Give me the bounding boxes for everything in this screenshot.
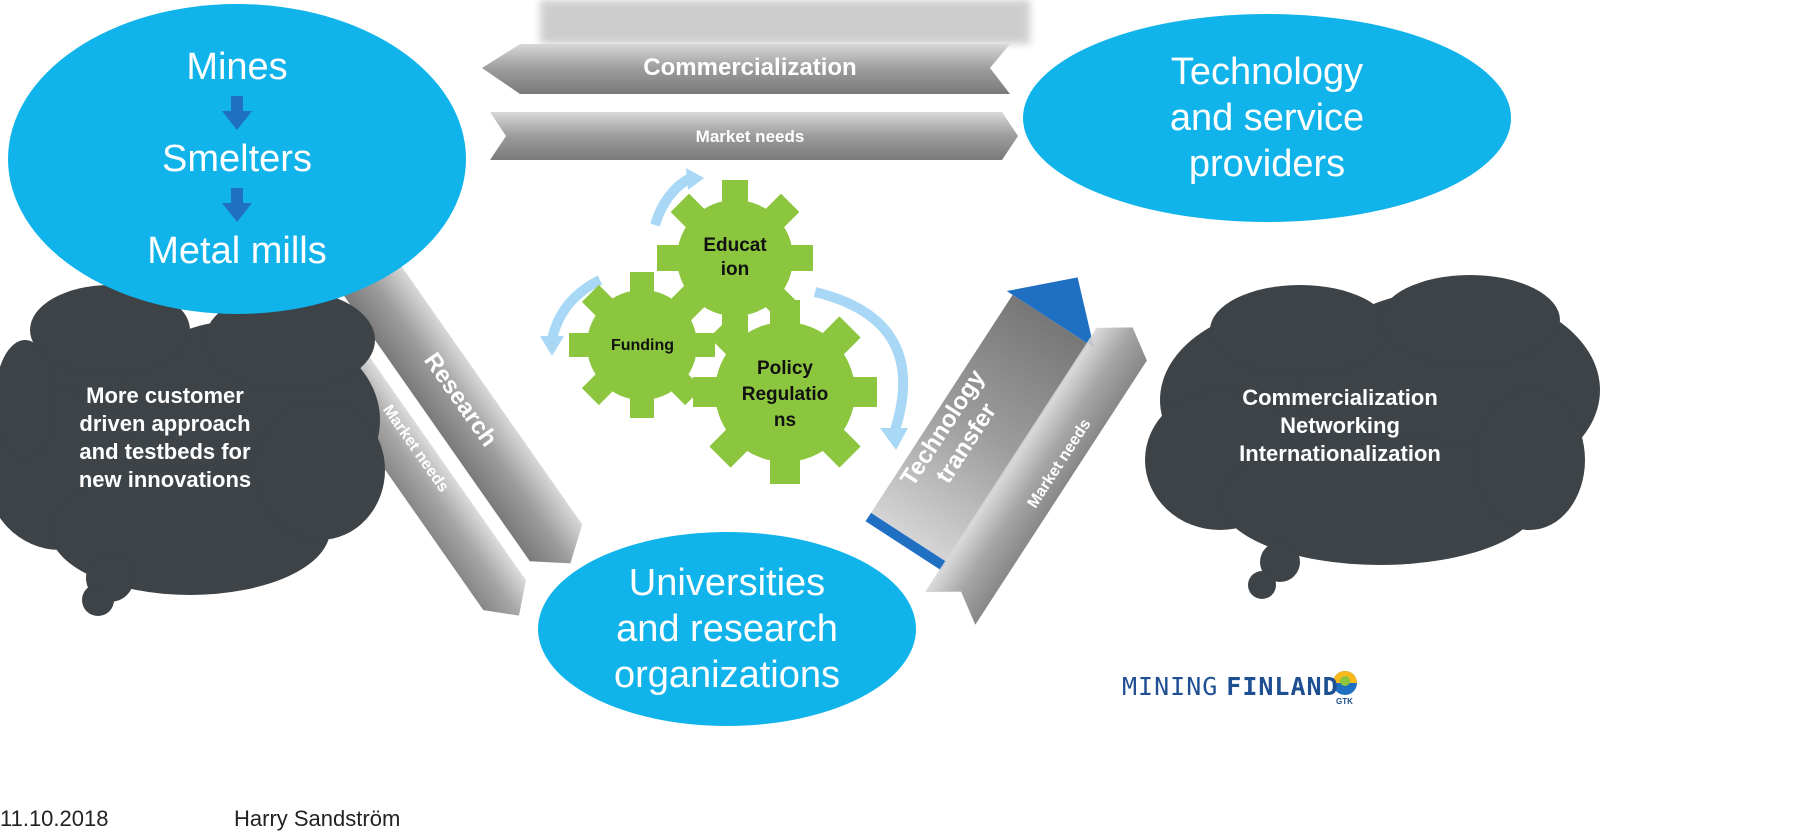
technology-transfer-tail: [865, 512, 947, 571]
market-needs-top-label: Market needs: [695, 127, 805, 146]
footer-date: 11.10.2018: [0, 806, 109, 831]
commercialization-arrow: [482, 44, 1010, 94]
policy-line-2: Regulatio: [741, 384, 829, 405]
universities-line-2: and research: [616, 608, 838, 650]
node-technology-providers: Technology and service providers: [1023, 14, 1511, 222]
node-metal-mills-label: Metal mills: [147, 230, 327, 272]
technology-line-2: and service: [1169, 97, 1365, 139]
technology-transfer-head: [1006, 277, 1094, 348]
cloud-right-line-3: Internationalization: [1239, 441, 1441, 466]
node-mines-smelters-mills: Mines Smelters Metal mills: [8, 4, 466, 314]
research-arrow: [343, 256, 583, 564]
logo-text-light: MINING: [1122, 672, 1219, 701]
technology-transfer-arrow: [871, 294, 1089, 562]
down-arrow-icon: [222, 96, 252, 130]
gear-policy: [693, 300, 877, 484]
node-smelters-label: Smelters: [162, 138, 312, 180]
gear-funding-label: Funding: [610, 337, 675, 354]
cloud-left-line-1: More customer: [86, 383, 244, 408]
cloud-left-text: More customer driven approach and testbe…: [40, 382, 290, 494]
footer-author: Harry Sandström: [234, 806, 401, 831]
node-mines-label: Mines: [186, 46, 288, 88]
market-needs-top-arrow: [490, 112, 1018, 160]
gear-policy-label: Policy Regulatio ns: [725, 356, 845, 434]
policy-line-3: ns: [773, 410, 797, 431]
cycle-arrow-left: [547, 275, 603, 342]
universities-line-3: organizations: [613, 654, 841, 696]
top-shadow: [540, 0, 1030, 44]
down-arrow-icon: [222, 188, 252, 222]
technology-line-1: Technology: [1170, 51, 1364, 93]
cloud-left-line-4: new innovations: [78, 467, 252, 492]
cycle-arrow-right: [813, 287, 908, 432]
cloud-right-text: Commercialization Networking Internation…: [1200, 384, 1480, 468]
gtk-logo-icon: [1333, 671, 1357, 695]
cloud-right: [1145, 275, 1600, 599]
cloud-left-line-2: driven approach: [79, 411, 251, 436]
mining-finland-logo: MINING FINLAND: [1122, 672, 1339, 702]
market-needs-right-arrow: [924, 327, 1147, 625]
education-line-2: ion: [720, 259, 750, 280]
logo-text-bold: FINLAND: [1226, 672, 1339, 701]
logo-badge: GTK: [1336, 697, 1353, 706]
universities-line-1: Universities: [628, 562, 826, 604]
cloud-left: [0, 285, 385, 616]
education-line-1: Educat: [703, 235, 767, 256]
commercialization-label: Commercialization: [643, 54, 857, 81]
technology-line-3: providers: [1188, 143, 1346, 185]
cycle-arrow-top: [650, 173, 693, 227]
cloud-right-line-2: Networking: [1280, 413, 1400, 438]
cloud-right-line-1: Commercialization: [1242, 385, 1438, 410]
gear-education-label: Educat ion: [680, 234, 790, 282]
node-universities: Universities and research organizations: [538, 532, 916, 726]
policy-line-1: Policy: [757, 358, 813, 379]
gear-funding: [569, 272, 715, 418]
cloud-left-line-3: and testbeds for: [79, 439, 251, 464]
